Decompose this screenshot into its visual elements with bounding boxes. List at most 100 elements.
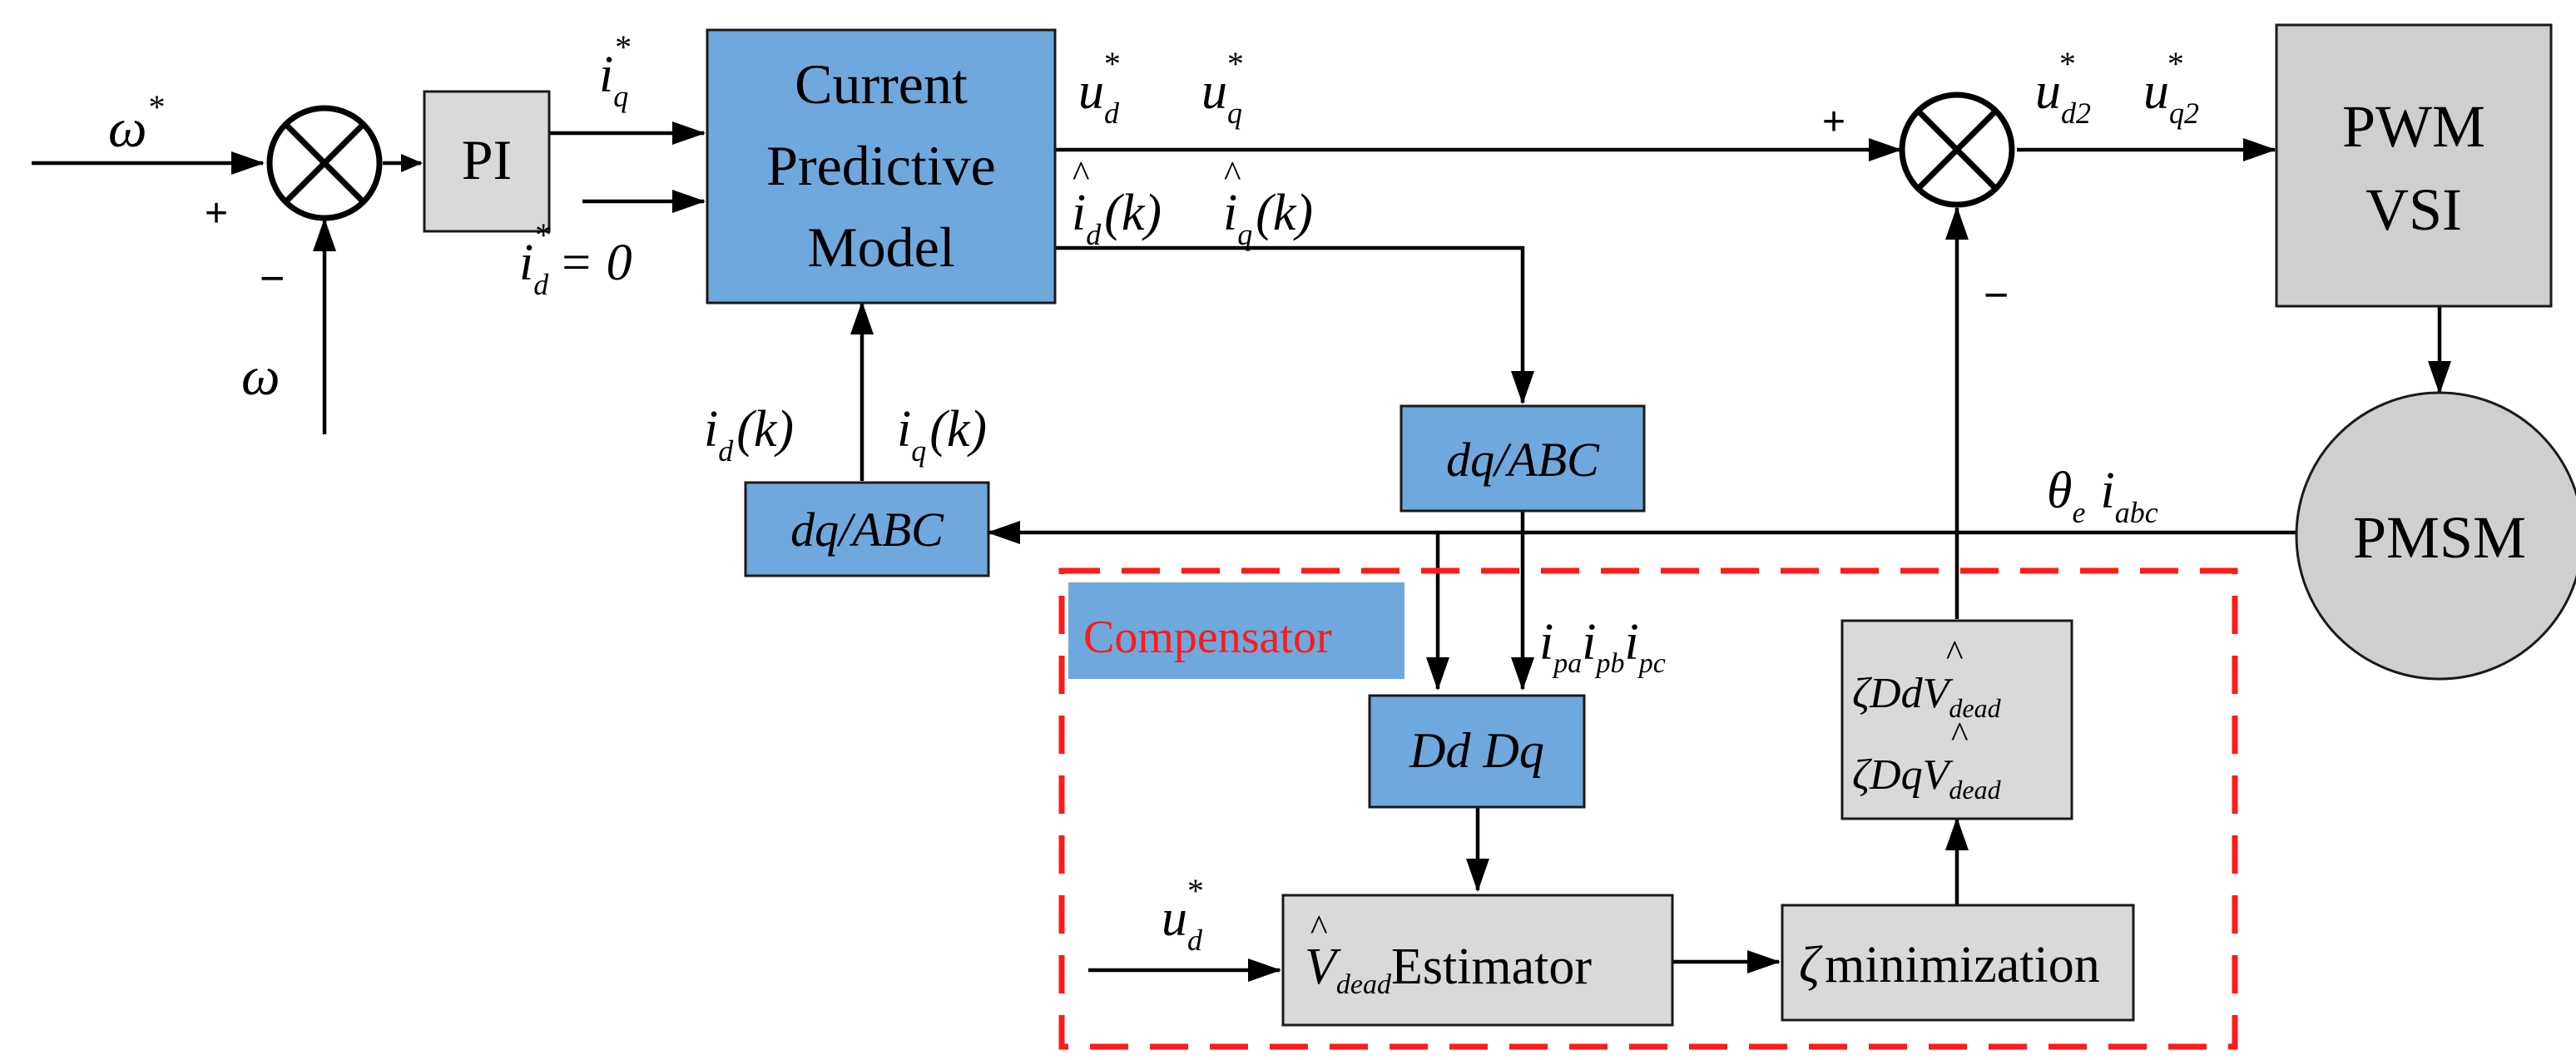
ud-est-sub: d bbox=[1187, 924, 1203, 957]
uq2-ref-sub: q2 bbox=[2169, 97, 2199, 130]
id-hat-arg: (k) bbox=[1104, 185, 1162, 241]
ipb-sub: pb bbox=[1594, 648, 1624, 679]
dq-abc-left-label: dq/ABC bbox=[790, 503, 944, 557]
iq-hat-arg: (k) bbox=[1256, 185, 1313, 241]
uq-ref-base: u bbox=[1201, 63, 1227, 120]
summing-junction-voltage bbox=[1899, 92, 2015, 208]
id-k-arg: (k) bbox=[736, 401, 794, 458]
iq-hat-base: i bbox=[1223, 185, 1237, 241]
ud-ref-sup: * bbox=[1102, 45, 1119, 82]
label-ud-ref-est: ud * bbox=[1162, 872, 1203, 957]
comp-row2: ζDqVdead bbox=[1852, 751, 2002, 805]
dq-abc-block-right: dq/ABC bbox=[1399, 404, 1646, 513]
label-ipabc: ipaipbipc bbox=[1539, 614, 1666, 679]
compensator-tag-bg bbox=[1068, 582, 1404, 679]
estimator-block: VdeadEstimator ^ bbox=[1281, 894, 1674, 1027]
label-ud2-ref: ud2 * bbox=[2035, 45, 2091, 130]
estimator-hat: ^ bbox=[1310, 908, 1327, 949]
iq-ref-base: i bbox=[599, 47, 613, 103]
dd-dq-block: Dd Dq bbox=[1368, 694, 1586, 809]
wires bbox=[32, 121, 2451, 982]
estimator-symbol: V bbox=[1305, 939, 1341, 995]
pmsm-motor: PMSM bbox=[2295, 391, 2576, 681]
label-omega: ω bbox=[241, 346, 280, 407]
id-ref-sub: d bbox=[533, 268, 549, 301]
ipa-sub: pa bbox=[1552, 648, 1582, 679]
iq-k-base: i bbox=[897, 401, 911, 458]
label-id-k: id(k) bbox=[704, 401, 794, 468]
minimization-symbol: ζ bbox=[1799, 937, 1823, 993]
label-iq-ref: iq* bbox=[599, 28, 630, 113]
dq-abc-block-left: dq/ABC bbox=[744, 481, 990, 577]
id-k-sub: d bbox=[718, 434, 734, 468]
estimator-label: VdeadEstimator bbox=[1305, 939, 1592, 1000]
ud2-ref-base: u bbox=[2035, 63, 2061, 120]
id-k-base: i bbox=[704, 401, 718, 458]
ud-est-sup: * bbox=[1186, 872, 1202, 909]
comp-row2-prefix: ζDq bbox=[1852, 751, 1923, 799]
iq-k-arg: (k) bbox=[929, 401, 987, 458]
ud2-ref-sup: * bbox=[2058, 45, 2074, 82]
estimator-sub: dead bbox=[1336, 969, 1392, 1000]
iq-hat-caret: ^ bbox=[1223, 154, 1241, 195]
dq-abc-right-label: dq/ABC bbox=[1446, 433, 1600, 487]
theta-base: θ bbox=[2047, 463, 2072, 519]
ud2-ref-sub: d2 bbox=[2061, 97, 2091, 130]
comp-row1: ζDdVdead bbox=[1852, 670, 2002, 723]
ipc-base: i bbox=[1624, 614, 1638, 671]
ud-ref-base: u bbox=[1078, 63, 1104, 120]
compensation-voltage-block: ζDdVdead ζDqVdead ^ ^ bbox=[1840, 619, 2073, 820]
label-iq-hat: iq(k) bbox=[1223, 185, 1313, 251]
omega-ref-base: ω bbox=[108, 98, 147, 159]
estimator-text: Estimator bbox=[1391, 939, 1592, 995]
ud-ref-sub: d bbox=[1104, 97, 1120, 130]
id-ref-eq: = 0 bbox=[558, 235, 632, 291]
sign-speed-plus: + bbox=[205, 191, 228, 235]
pwm-label-line2: VSI bbox=[2365, 176, 2462, 243]
label-ud-ref: ud * bbox=[1078, 45, 1120, 130]
iabc-sub: abc bbox=[2115, 496, 2158, 529]
id-hat-caret: ^ bbox=[1072, 154, 1089, 195]
cpm-label-line2: Predictive bbox=[766, 134, 996, 197]
iq-hat-sub: q bbox=[1237, 218, 1252, 251]
iq-ref-sub: q bbox=[613, 80, 628, 113]
label-uq-ref: uq* bbox=[1201, 45, 1242, 130]
label-iq-k: iq(k) bbox=[897, 401, 987, 468]
uq2-ref-base: u bbox=[2143, 63, 2169, 120]
comp-row1-symbol: V bbox=[1923, 670, 1954, 717]
ipb-base: i bbox=[1582, 614, 1596, 671]
cpm-label-line3: Model bbox=[807, 215, 955, 279]
pi-block: PI bbox=[423, 90, 551, 233]
label-uq2-ref: uq2 * bbox=[2143, 45, 2199, 130]
id-ref-sup: * bbox=[533, 216, 550, 254]
sign-speed-minus: − bbox=[260, 255, 285, 303]
id-hat-sub: d bbox=[1086, 218, 1102, 251]
cpm-label-line1: Current bbox=[795, 52, 968, 116]
id-ref-base: i bbox=[519, 235, 533, 291]
label-id-hat: id(k) bbox=[1072, 185, 1162, 251]
label-id-ref: id *= 0 bbox=[519, 216, 632, 301]
uq2-ref-sup: * bbox=[2166, 45, 2182, 82]
sign-voltage-plus: + bbox=[1822, 100, 1845, 144]
minimization-text: minimization bbox=[1825, 937, 2100, 993]
pwm-label-line1: PWM bbox=[2342, 93, 2485, 160]
pwm-vsi-block: PWM VSI bbox=[2275, 23, 2553, 308]
uq-ref-sub: q bbox=[1227, 97, 1242, 130]
compensator-region: Compensator bbox=[1058, 567, 2238, 1050]
iabc-base: i bbox=[2100, 463, 2114, 519]
ipc-sub: pc bbox=[1637, 648, 1666, 679]
comp-row2-symbol: V bbox=[1923, 751, 1954, 799]
compensator-label: Compensator bbox=[1083, 612, 1332, 663]
pi-label: PI bbox=[462, 128, 512, 191]
id-hat-base: i bbox=[1072, 185, 1086, 241]
summing-junction-speed bbox=[266, 105, 383, 221]
ud-est-base: u bbox=[1162, 890, 1187, 947]
dd-dq-label: Dd Dq bbox=[1409, 723, 1544, 778]
current-predictive-model-block: Current Predictive Model bbox=[706, 28, 1057, 305]
comp-row1-prefix: ζDd bbox=[1852, 670, 1924, 717]
pmsm-label: PMSM bbox=[2353, 504, 2526, 571]
minimization-block: ζminimization bbox=[1781, 904, 2135, 1022]
ipa-base: i bbox=[1539, 614, 1553, 671]
